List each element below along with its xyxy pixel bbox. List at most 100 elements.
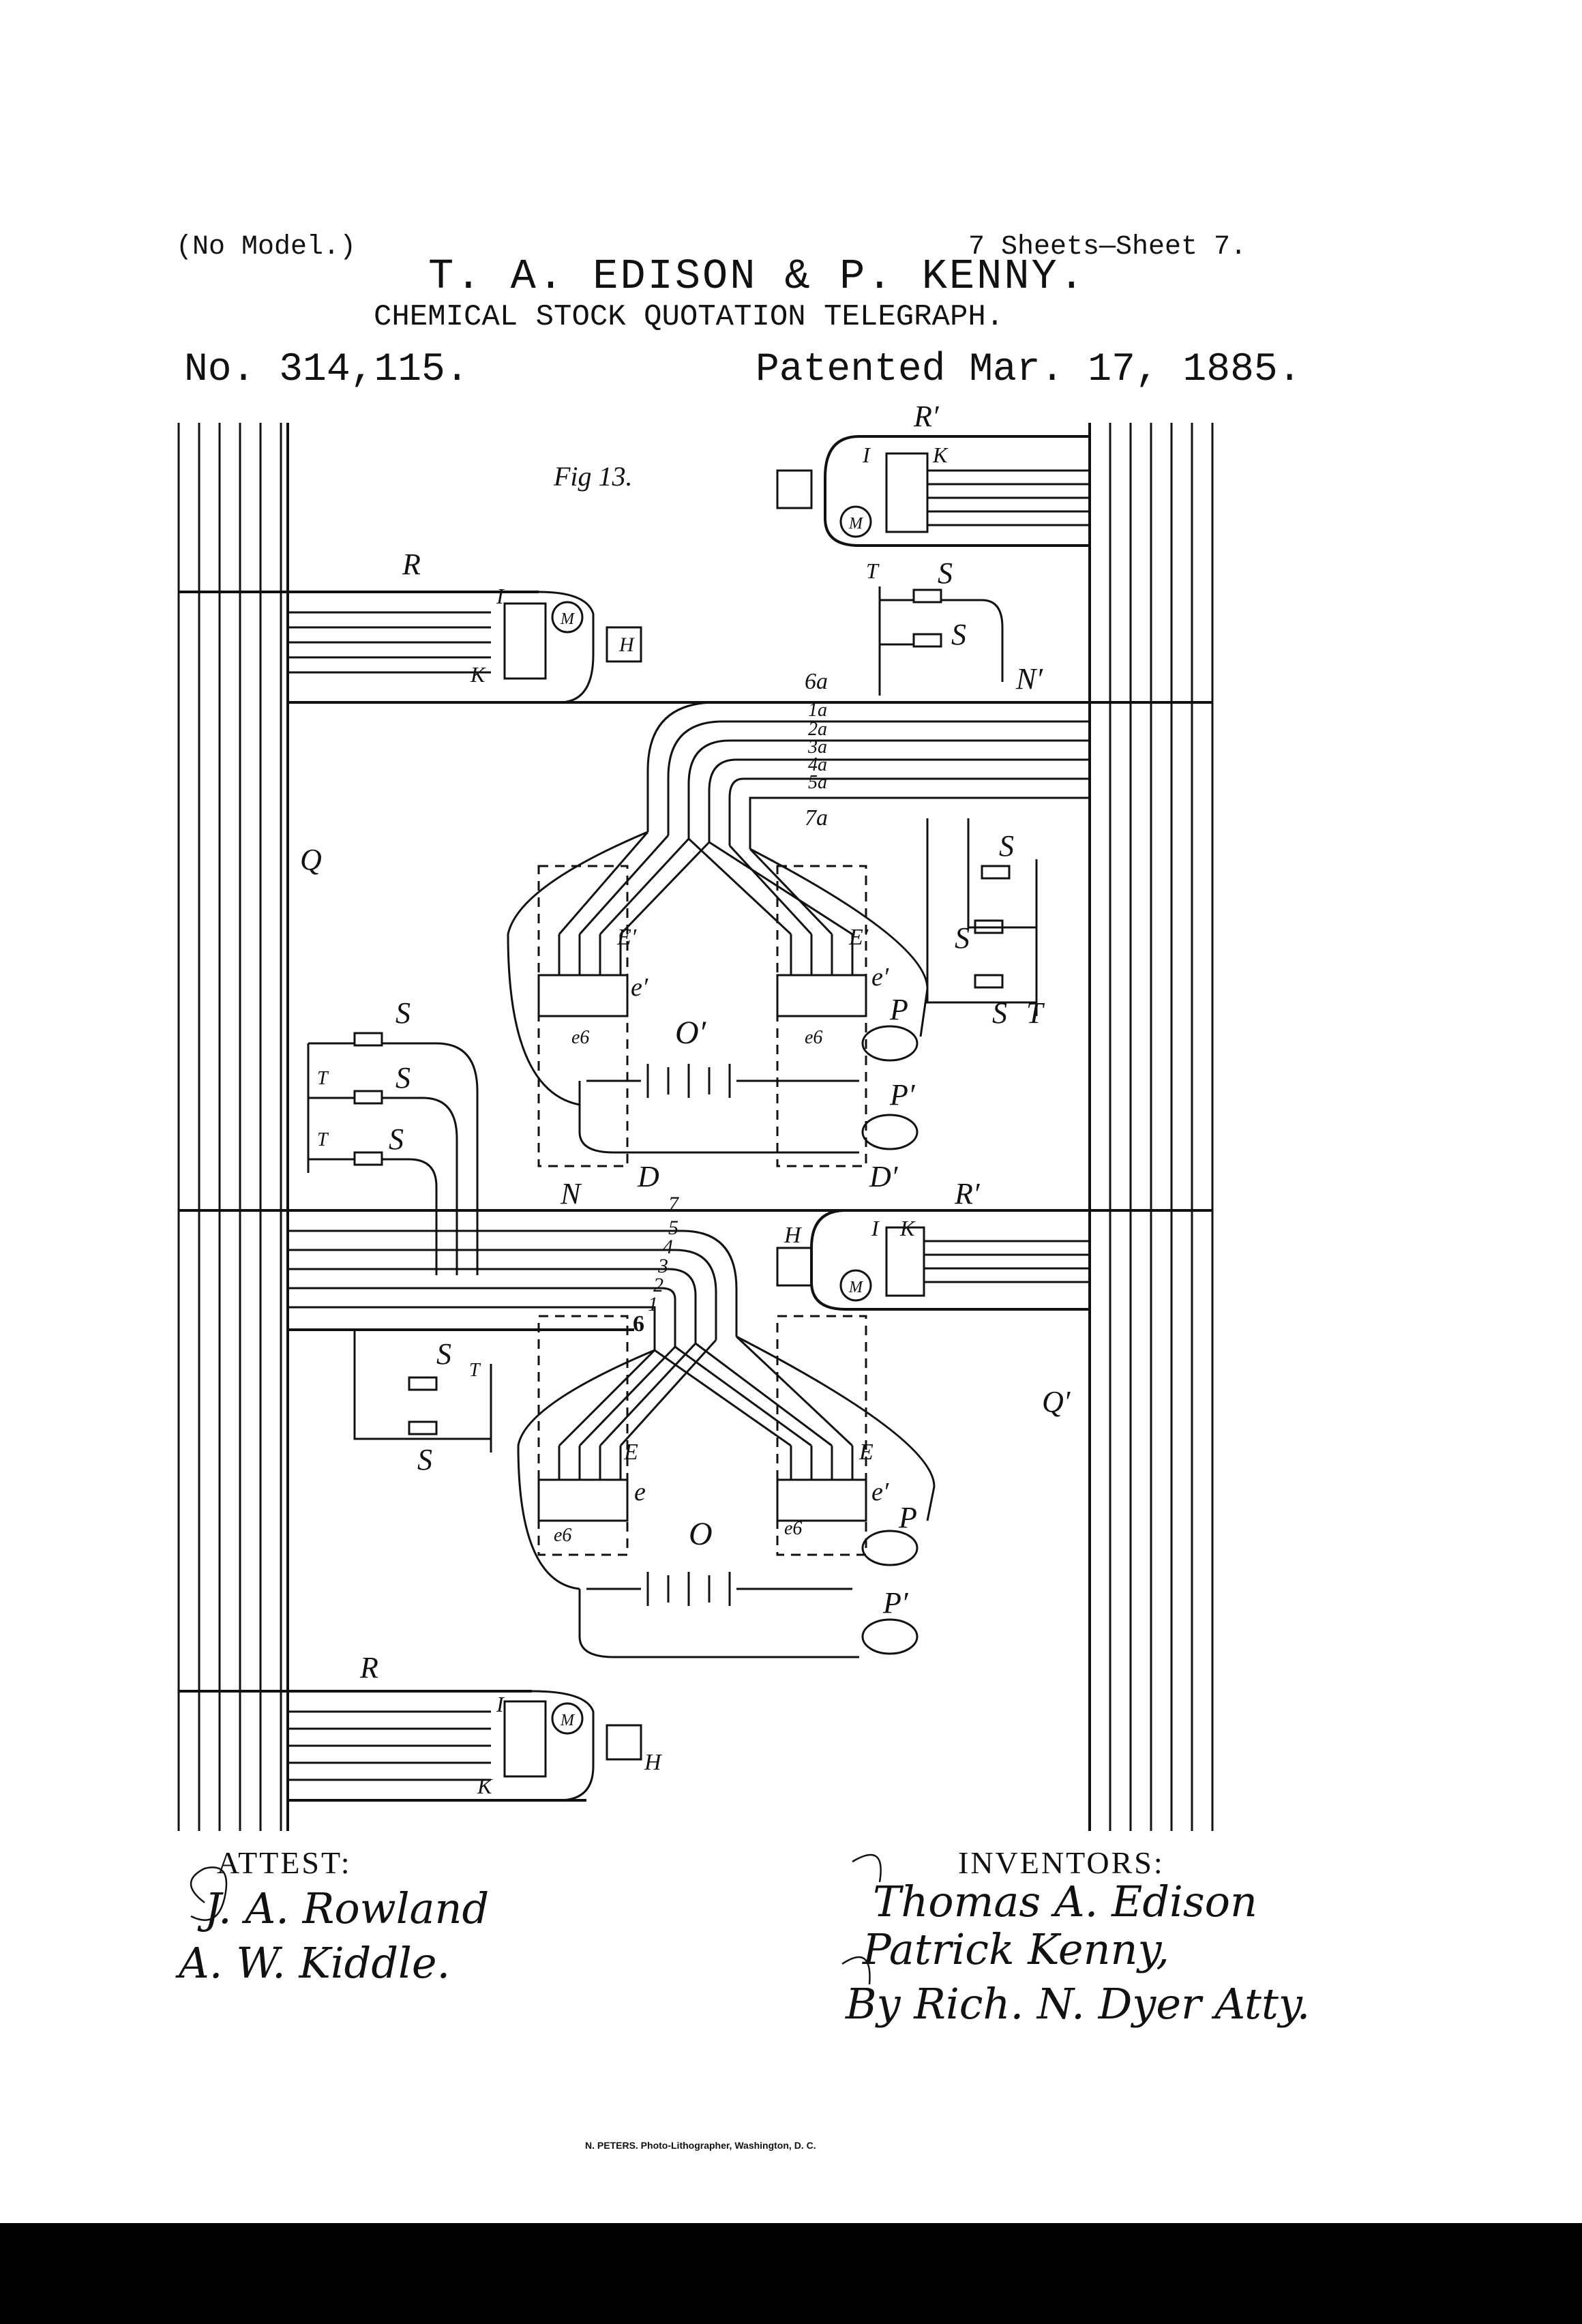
label-k-top: K xyxy=(932,443,949,467)
label-r-prime-mid: R′ xyxy=(954,1177,981,1210)
receiver-r-prime-middle xyxy=(776,1209,1090,1311)
label-4a: 4a xyxy=(808,754,827,775)
right-trunk-lines xyxy=(1088,423,1214,1831)
label-6: 6 xyxy=(633,1311,644,1337)
label-s-top-2: S xyxy=(951,618,966,651)
switches-lower-left xyxy=(353,1330,492,1452)
label-d-prime: D′ xyxy=(869,1160,899,1193)
label-s-lower-left-1: S xyxy=(436,1337,451,1371)
label-3a: 3a xyxy=(807,736,827,758)
label-r-prime-top: R′ xyxy=(913,400,940,433)
label-m-lower: M xyxy=(560,1712,576,1729)
label-p-prime-lower: P′ xyxy=(882,1586,909,1620)
label-7a: 7a xyxy=(805,805,828,831)
signature-flourishes xyxy=(190,1853,882,1985)
label-o-prime: O′ xyxy=(675,1015,707,1051)
label-p-prime-upper: P′ xyxy=(889,1078,916,1112)
exchange-o-prime xyxy=(507,831,929,1167)
patent-number: No. 314,115. xyxy=(184,348,469,392)
witness-signature-1: J. A. Rowland xyxy=(197,1883,489,1933)
label-e6-upper-left: e6 xyxy=(571,1027,589,1048)
label-m-upper: M xyxy=(560,610,576,628)
switches-middle-right xyxy=(926,818,1038,1016)
label-e6-lower-right: e6 xyxy=(784,1518,802,1539)
label-k-lower: K xyxy=(477,1774,493,1798)
label-e-lower-right: E xyxy=(859,1440,874,1465)
label-s-lower-left-2: S xyxy=(417,1443,432,1476)
inventors-label: INVENTORS: xyxy=(958,1845,1165,1880)
label-q: Q xyxy=(300,843,322,876)
label-1a: 1a xyxy=(808,700,827,721)
label-t-left-1: T xyxy=(317,1068,329,1089)
label-e-prime-small-left: e′ xyxy=(631,973,648,1002)
label-h-mid: H xyxy=(783,1223,803,1248)
label-e6-upper-right: e6 xyxy=(805,1027,822,1048)
label-e-lower-left: E xyxy=(623,1440,638,1465)
label-n: N xyxy=(560,1177,582,1210)
inventor-signature-1: Thomas A. Edison xyxy=(873,1877,1257,1926)
receiver-r-prime-upper-right xyxy=(776,435,1090,547)
label-k-mid: K xyxy=(899,1216,916,1240)
scan-bottom-bar xyxy=(0,2223,1582,2324)
label-1: 1 xyxy=(648,1293,658,1315)
label-s-mid-right-3: S xyxy=(992,996,1007,1030)
label-r-lower: R xyxy=(359,1651,378,1684)
label-4: 4 xyxy=(663,1236,673,1258)
inventors-title: T. A. EDISON & P. KENNY. xyxy=(428,252,1086,301)
label-q-prime: Q′ xyxy=(1042,1385,1071,1418)
printer-credit: N. PETERS. Photo-Lithographer, Washingto… xyxy=(585,2140,816,2151)
label-e6-lower-left: e6 xyxy=(554,1525,571,1546)
label-t-left-2: T xyxy=(317,1129,329,1150)
label-e-prime-small-right: e′ xyxy=(871,963,889,992)
label-m-mid: M xyxy=(848,1279,864,1296)
inventor-signature-2: Patrick Kenny, xyxy=(862,1924,1169,1974)
label-d: D xyxy=(637,1160,659,1193)
attorney-signature: By Rich. N. Dyer Atty. xyxy=(845,1979,1310,2029)
attest-label: ATTEST: xyxy=(217,1845,352,1880)
bus-n xyxy=(179,1209,1212,1350)
label-e-small-left: e xyxy=(634,1478,646,1506)
figure-number: Fig 13. xyxy=(553,461,633,492)
label-i-lower: I xyxy=(496,1692,505,1716)
label-m-top: M xyxy=(848,515,864,533)
label-k-upper: K xyxy=(470,662,486,687)
label-s-left-1: S xyxy=(395,996,411,1030)
label-t-top: T xyxy=(866,558,880,583)
switches-upper-right xyxy=(878,586,1004,696)
no-model-note: (No Model.) xyxy=(176,232,357,263)
label-6a: 6a xyxy=(805,669,828,694)
label-t-lower-left: T xyxy=(469,1360,481,1381)
witness-signature-2: A. W. Kiddle. xyxy=(175,1938,450,1988)
receiver-r-lower-left xyxy=(179,1690,642,1802)
label-t-mid-right: T xyxy=(1026,996,1045,1030)
label-3: 3 xyxy=(657,1255,668,1277)
label-i-top: I xyxy=(862,443,871,467)
label-s-mid-right-1: S xyxy=(999,829,1014,863)
sheet-count: 7 Sheets—Sheet 7. xyxy=(968,232,1247,263)
label-7: 7 xyxy=(668,1193,680,1215)
label-e-prime-right: E′ xyxy=(848,925,869,950)
label-i-mid: I xyxy=(871,1216,880,1240)
receiver-r-upper-left xyxy=(179,591,642,704)
switches-middle-left xyxy=(307,1032,479,1275)
label-2a: 2a xyxy=(808,719,827,740)
label-o: O xyxy=(689,1516,713,1552)
label-r-upper: R xyxy=(402,548,421,581)
label-n-prime: N′ xyxy=(1015,662,1043,696)
label-s-top-1: S xyxy=(938,556,953,590)
patent-subtitle: CHEMICAL STOCK QUOTATION TELEGRAPH. xyxy=(374,300,1004,334)
exchange-o xyxy=(517,1315,936,1658)
label-i-upper: I xyxy=(496,584,505,608)
bus-n-prime xyxy=(288,701,1212,849)
label-p-lower: P xyxy=(898,1501,917,1534)
label-5: 5 xyxy=(668,1217,678,1239)
label-e-prime-lower-right: e′ xyxy=(871,1478,889,1506)
label-s-left-2: S xyxy=(395,1061,411,1094)
label-e-prime-left: E′ xyxy=(616,925,637,950)
patent-date: Patented Mar. 17, 1885. xyxy=(756,348,1302,392)
label-h-upper: H xyxy=(618,634,636,656)
label-s-mid-right-2: S xyxy=(955,921,970,955)
label-5a: 5a xyxy=(808,772,827,793)
label-s-left-3: S xyxy=(389,1122,404,1156)
